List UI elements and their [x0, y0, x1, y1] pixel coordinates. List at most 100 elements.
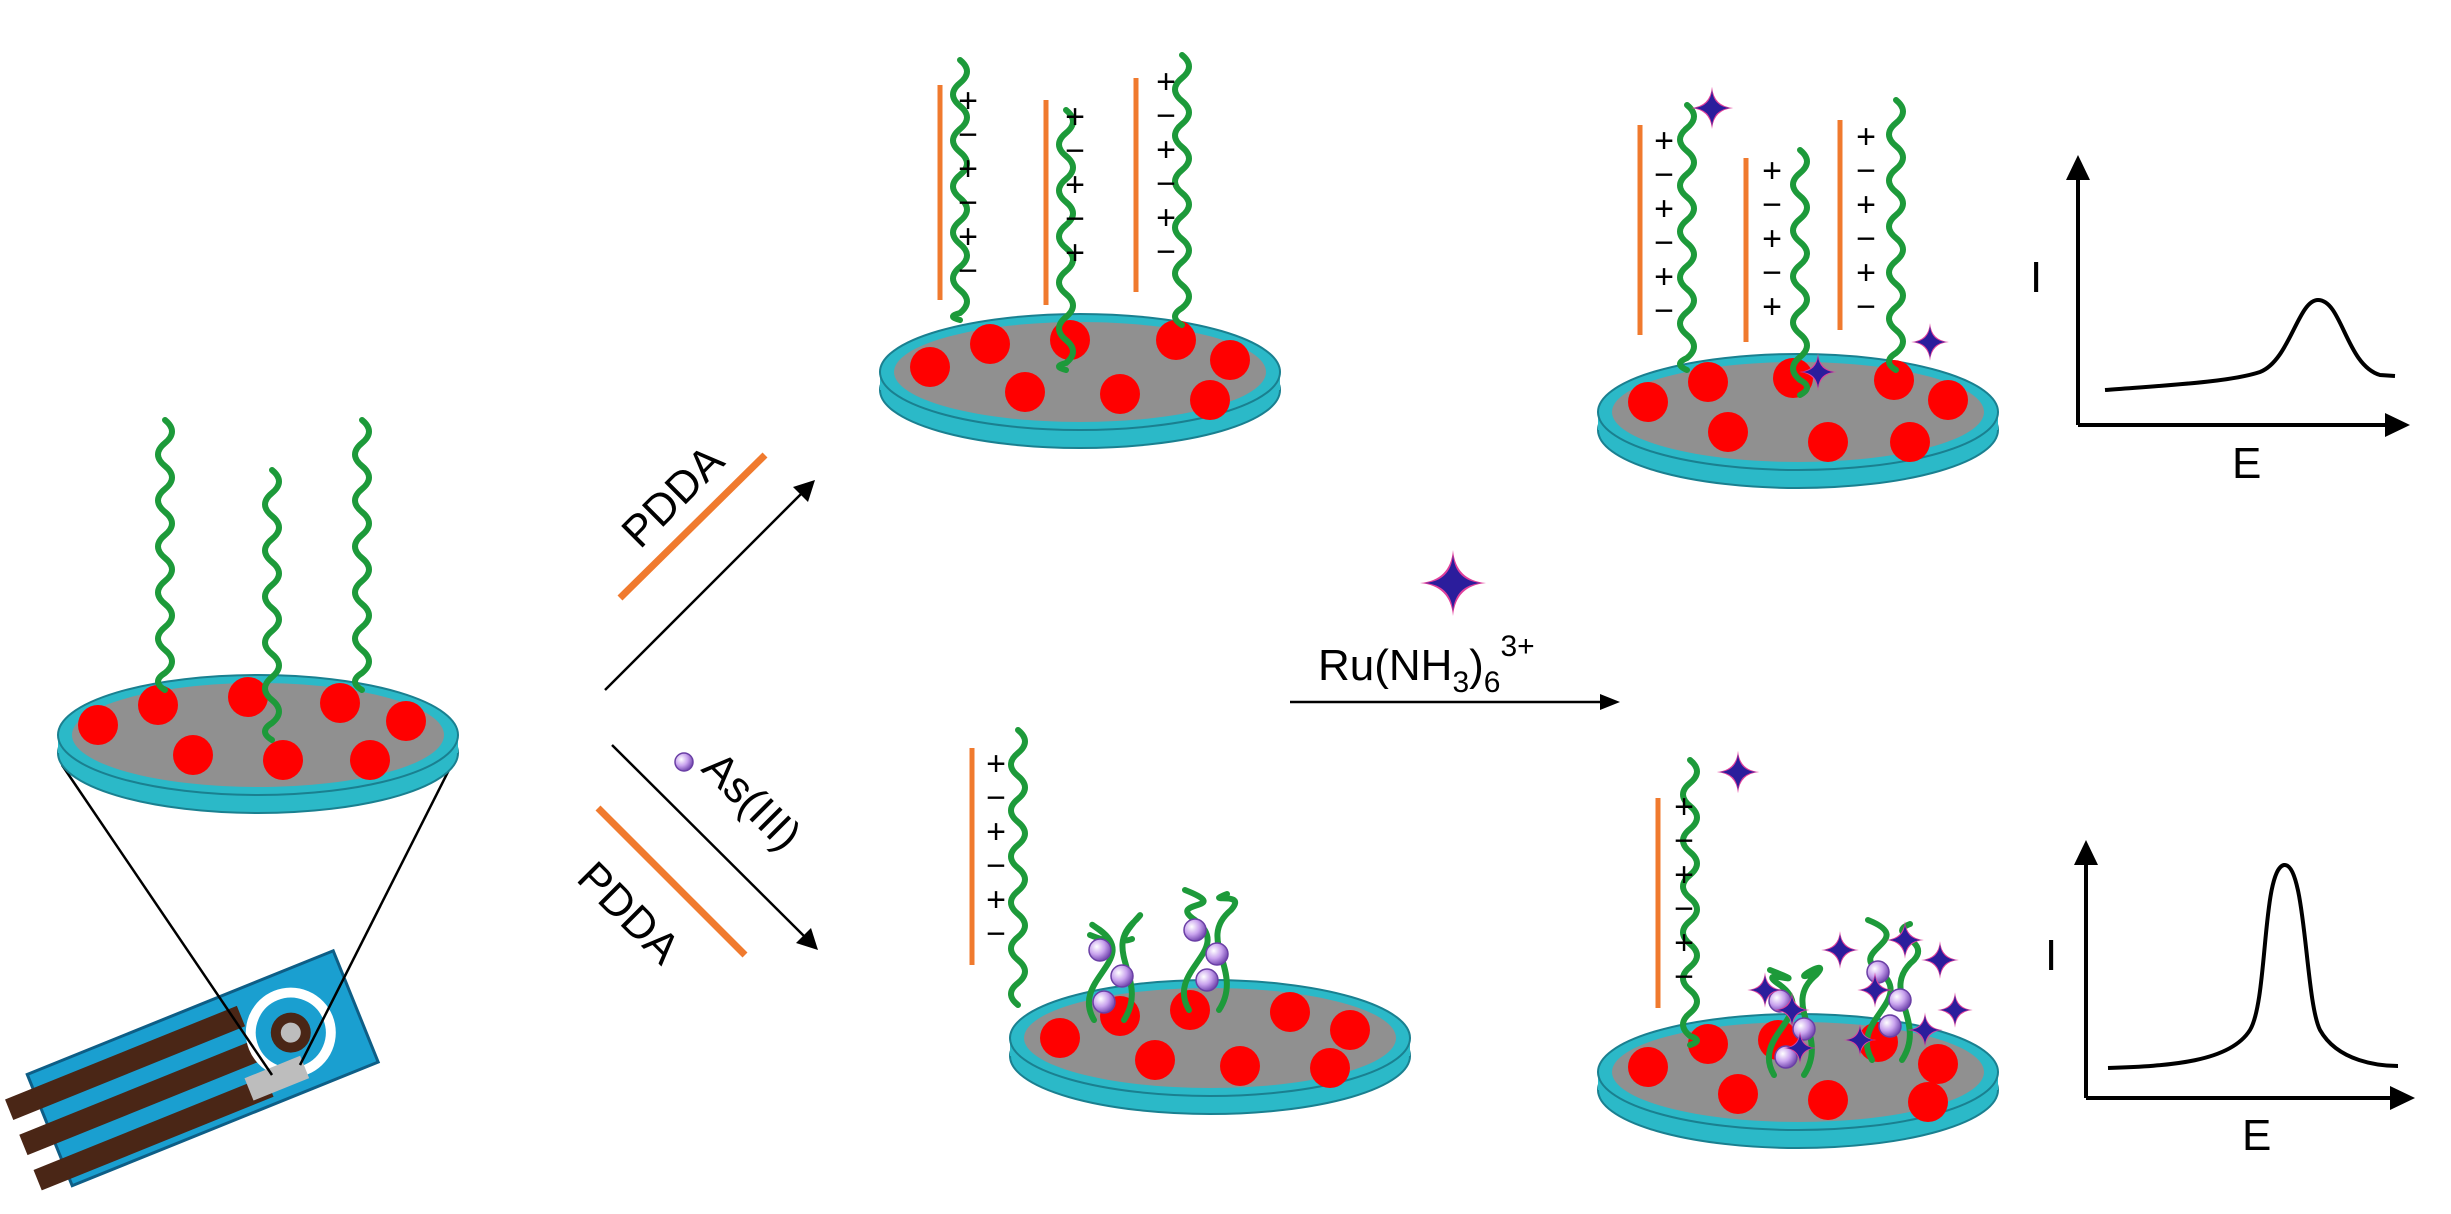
arsenic-bead: [1110, 964, 1134, 988]
dna-strands: [155, 52, 1906, 1048]
arsenic-bead: [1183, 918, 1207, 942]
ru-label-sup: 3+: [1500, 630, 1534, 663]
ru-label: Ru(NH3)63+: [1318, 630, 1535, 699]
ruthenium-probe: [1886, 921, 1924, 959]
electrode-disc: [1009, 979, 1411, 1115]
gold-nanoparticle: [910, 347, 950, 387]
minus-sign: −: [986, 847, 1006, 885]
dna-strand: [1008, 727, 1028, 1008]
dna-strand: [1886, 97, 1906, 373]
gold-nanoparticle: [1708, 412, 1748, 452]
ruthenium-probe: [1716, 750, 1760, 794]
arsenic-bead: [1888, 988, 1912, 1012]
minus-sign: −: [1674, 958, 1694, 996]
minus-sign: −: [1065, 132, 1085, 170]
plus-sign: +: [986, 813, 1006, 851]
charge-signs: +−+−+−+−+−++−+−+−+−+−+−+−+−+−+−+−++−+−+−…: [958, 63, 1876, 996]
probe-core: [1777, 995, 1807, 1025]
voltammogram-top-curve: [2104, 297, 2396, 392]
arrow-to-top: [604, 480, 815, 691]
minus-sign: −: [958, 116, 978, 154]
gold-nanoparticle: [1005, 372, 1045, 412]
ruthenium-probe: [1857, 972, 1893, 1008]
plot-bottom-y-label: I: [2045, 931, 2057, 980]
gold-nanoparticle: [78, 705, 118, 745]
plus-sign: +: [1654, 190, 1674, 228]
pdda-bars: [937, 78, 1843, 1008]
plus-sign: +: [1156, 199, 1176, 237]
plus-sign: +: [1156, 131, 1176, 169]
voltammogram-top: I E: [2030, 155, 2410, 488]
probe-core: [1889, 924, 1921, 956]
arsenic-bead: [1195, 968, 1219, 992]
plus-sign: +: [1762, 288, 1782, 326]
gold-nanoparticle: [1040, 1018, 1080, 1058]
minus-sign: −: [1856, 220, 1876, 258]
electrode-disc: [879, 313, 1281, 449]
arsenic-bead-legend: [674, 752, 694, 772]
minus-sign: −: [1065, 200, 1085, 238]
ruthenium-probe: [1843, 1023, 1877, 1057]
aptamer-hairpin: [1180, 887, 1239, 1013]
electrode-disc: [1597, 353, 1999, 489]
ruthenium-probe: [1747, 972, 1783, 1008]
arsenic-bead: [1878, 1014, 1902, 1038]
plus-sign: +: [1762, 220, 1782, 258]
probe-core: [1720, 754, 1756, 790]
dna-strand: [1056, 107, 1076, 373]
gold-nanoparticle: [350, 740, 390, 780]
gold-nanoparticle: [1220, 1046, 1260, 1086]
ruthenium-probes: [1690, 86, 1973, 1065]
ruthenium-probe: [1907, 1012, 1943, 1048]
probe-core: [1802, 356, 1834, 388]
plus-sign: +: [1156, 63, 1176, 101]
dna-strand: [1790, 147, 1810, 398]
gold-nanoparticle: [1918, 1044, 1958, 1084]
aptamer-strand: [1085, 912, 1144, 1023]
gold-nanoparticle: [320, 683, 360, 723]
dna-strand: [1680, 757, 1700, 1048]
gold-nanoparticle: [1773, 358, 1813, 398]
minus-sign: −: [1654, 224, 1674, 262]
aptamer-strand: [1765, 964, 1824, 1078]
gold-nanoparticle: [1135, 1040, 1175, 1080]
minus-sign: −: [1156, 165, 1176, 203]
arsenic-bead: [1092, 990, 1116, 1014]
probe-core: [1786, 1034, 1814, 1062]
dna-strand: [1677, 102, 1697, 373]
gold-nanoparticle: [1808, 1080, 1848, 1120]
dna-strand: [352, 417, 372, 693]
gold-nanoparticle: [1874, 360, 1914, 400]
zoom-lines: [60, 751, 460, 1076]
gold-nanoparticle: [228, 677, 268, 717]
ruthenium-probe: [1921, 941, 1959, 979]
plus-sign: +: [1654, 258, 1674, 296]
arsenic-bead: [1088, 938, 1112, 962]
gold-nanoparticle: [1190, 380, 1230, 420]
ruthenium-probe: [1774, 992, 1810, 1028]
ru-label-paren: ): [1469, 641, 1484, 690]
gold-nanoparticle: [1908, 1082, 1948, 1122]
gold-nanoparticle: [1330, 1010, 1370, 1050]
plus-sign: +: [958, 150, 978, 188]
gold-nanoparticle: [1310, 1048, 1350, 1088]
plus-sign: +: [986, 745, 1006, 783]
gold-nanoparticle: [1628, 382, 1668, 422]
probe-core: [1824, 934, 1856, 966]
minus-sign: −: [986, 915, 1006, 953]
gold-nanoparticle: [1628, 1047, 1668, 1087]
plot-top-y-label: I: [2030, 253, 2042, 302]
minus-sign: −: [1654, 292, 1674, 330]
probe-core: [1750, 975, 1780, 1005]
minus-sign: −: [1674, 890, 1694, 928]
probe-core: [1694, 90, 1730, 126]
ru-label-main: Ru(NH: [1318, 641, 1452, 690]
minus-sign: −: [1762, 186, 1782, 224]
gold-nanoparticle: [173, 735, 213, 775]
arsenic-bead: [1792, 1017, 1816, 1041]
screen-printed-electrode: [5, 948, 381, 1191]
voltammogram-bottom: I E: [2045, 840, 2415, 1160]
ru-probe-legend: [1419, 549, 1487, 617]
gold-nanoparticle: [263, 740, 303, 780]
